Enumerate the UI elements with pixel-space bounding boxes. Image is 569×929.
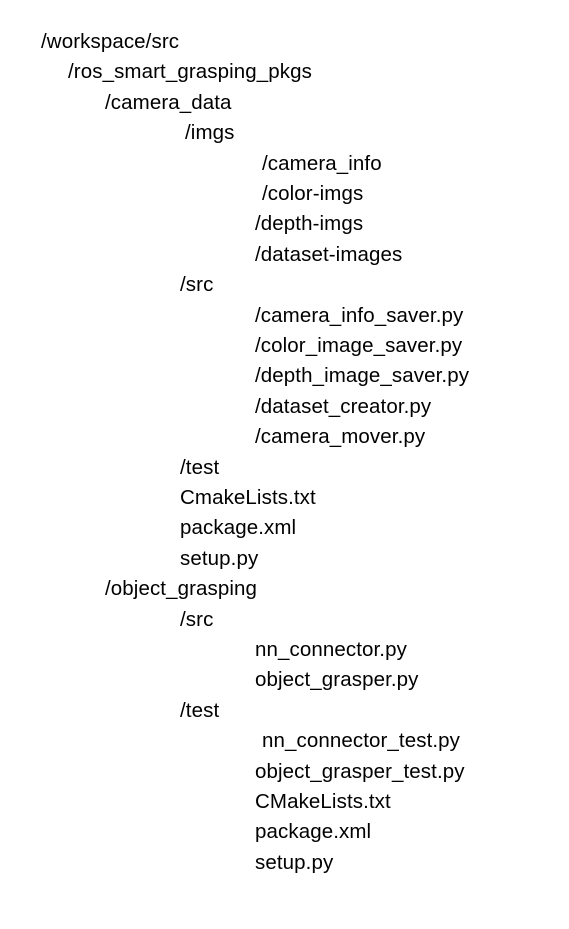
tree-entry: /camera_data [105,91,232,114]
tree-entry: /dataset-images [255,243,403,266]
tree-entry: /color-imgs [262,182,364,205]
tree-entry: /src [180,273,214,296]
tree-entry: package.xml [180,516,297,539]
tree-entry: object_grasper.py [255,668,419,691]
tree-entry: /test [180,699,220,722]
tree-entry: /depth_image_saver.py [255,364,470,387]
tree-entry: /dataset_creator.py [255,395,432,418]
tree-entry: /camera_info [262,152,382,175]
tree-entry: /imgs [185,121,235,144]
tree-entry: /camera_mover.py [255,425,426,448]
tree-entry: object_grasper_test.py [255,760,465,783]
tree-entry: setup.py [255,851,334,874]
tree-entry: nn_connector_test.py [262,729,461,752]
tree-entry: package.xml [255,820,372,843]
tree-entry: /workspace/src [41,30,180,53]
tree-entry: /camera_info_saver.py [255,304,464,327]
tree-entry: /depth-imgs [255,212,364,235]
tree-entry: /object_grasping [105,577,258,600]
tree-entry: CMakeLists.txt [255,790,391,813]
tree-entry: nn_connector.py [255,638,407,661]
tree-entry: /src [180,608,214,631]
tree-entry: setup.py [180,547,259,570]
tree-entry: /color_image_saver.py [255,334,463,357]
tree-entry: /test [180,456,220,479]
tree-entry: /ros_smart_grasping_pkgs [68,60,312,83]
tree-entry: CmakeLists.txt [180,486,316,509]
